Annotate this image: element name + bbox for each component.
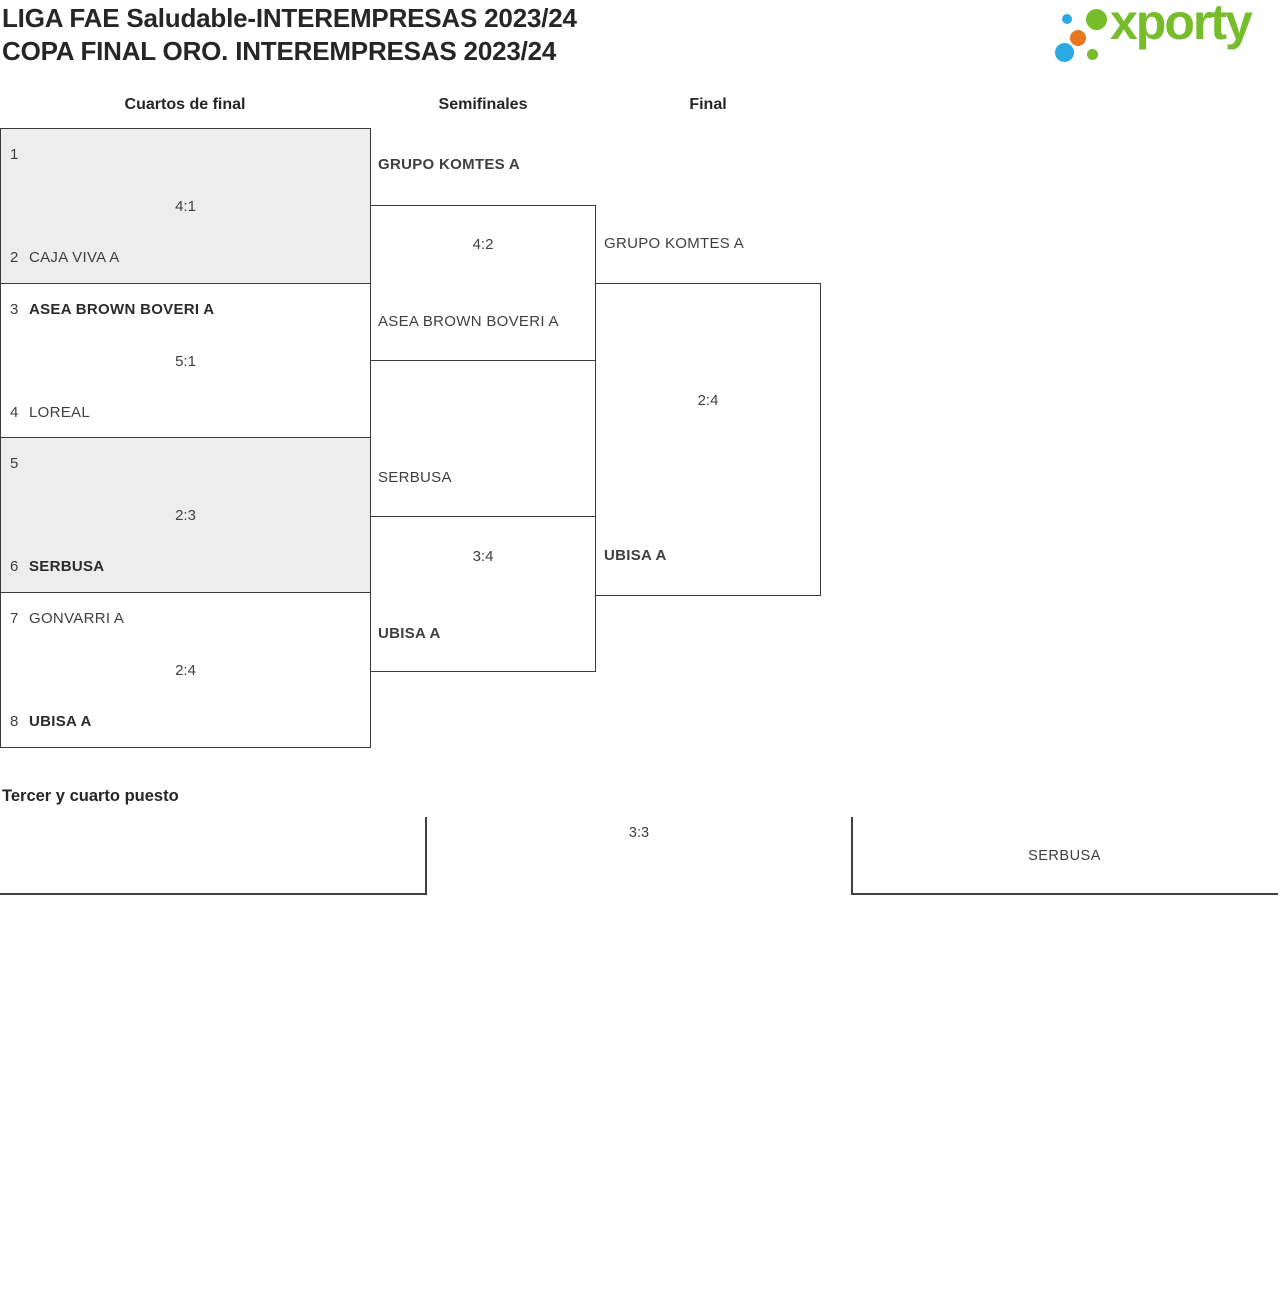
quarterfinal-match-2[interactable]: 3 ASEA BROWN BOVERI A 5:1 4 LOREAL <box>0 283 371 438</box>
match-score: 5:1 <box>175 353 196 370</box>
logo-dot-icon <box>1086 9 1107 30</box>
seed-number: 2 <box>10 249 19 266</box>
team-name: LOREAL <box>29 404 90 421</box>
logo-dot-icon <box>1062 14 1072 24</box>
logo-dot-icon <box>1070 30 1086 46</box>
logo-dot-icon <box>1087 49 1098 60</box>
seed-number: 8 <box>10 713 19 730</box>
team-name: ASEA BROWN BOVERI A <box>29 301 215 318</box>
final-match[interactable] <box>595 283 821 596</box>
team-name: UBISA A <box>29 713 92 730</box>
round-header-semifinals: Semifinales <box>438 96 528 113</box>
seed-number: 5 <box>10 455 19 472</box>
match-score: 3:4 <box>472 548 494 565</box>
seed-number: 4 <box>10 404 19 421</box>
seed-number: 1 <box>10 146 19 163</box>
team-name: GONVARRI A <box>29 610 125 627</box>
semifinal-match-2[interactable] <box>370 516 596 672</box>
logo-wordmark: xporty <box>1110 0 1253 50</box>
team-name: UBISA A <box>378 625 441 642</box>
round-header-final: Final <box>689 96 727 113</box>
match-score: 2:3 <box>175 507 196 524</box>
quarterfinal-match-4[interactable]: 7 GONVARRI A 2:4 8 UBISA A <box>0 592 371 748</box>
page-title: LIGA FAE Saludable-INTEREMPRESAS 2023/24… <box>2 2 577 68</box>
round-header-quarterfinals: Cuartos de final <box>124 96 246 113</box>
logo-dot-icon <box>1055 43 1074 62</box>
match-score: 4:2 <box>472 236 494 253</box>
team-name: GRUPO KOMTES A <box>378 156 520 173</box>
quarterfinal-match-3[interactable]: 5 2:3 6 SERBUSA <box>0 437 371 593</box>
match-score: 4:1 <box>175 198 196 215</box>
team-name: CAJA VIVA A <box>29 249 120 266</box>
page-title-line1: LIGA FAE Saludable-INTEREMPRESAS 2023/24 <box>2 3 577 33</box>
team-name: SERBUSA <box>378 469 452 486</box>
match-score: 2:4 <box>697 392 719 409</box>
semifinal-match-1[interactable] <box>370 205 596 361</box>
match-score: 3:3 <box>628 825 650 841</box>
team-name: SERBUSA <box>29 558 105 575</box>
seed-number: 7 <box>10 610 19 627</box>
team-name: GRUPO KOMTES A <box>604 235 745 252</box>
page-title-line2: COPA FINAL ORO. INTEREMPRESAS 2023/24 <box>2 36 557 66</box>
third-place-heading: Tercer y cuarto puesto <box>2 787 179 805</box>
third-place-left-slot[interactable] <box>0 817 427 895</box>
match-score: 2:4 <box>175 662 196 679</box>
seed-number: 6 <box>10 558 19 575</box>
third-place-right-slot[interactable] <box>851 817 1278 895</box>
team-name: SERBUSA <box>1028 848 1101 864</box>
team-name: ASEA BROWN BOVERI A <box>378 313 559 330</box>
seed-number: 3 <box>10 301 19 318</box>
quarterfinal-match-1[interactable]: 1 4:1 2 CAJA VIVA A <box>0 128 371 284</box>
xporty-logo[interactable]: xporty <box>1050 0 1278 68</box>
team-name: UBISA A <box>604 547 667 564</box>
